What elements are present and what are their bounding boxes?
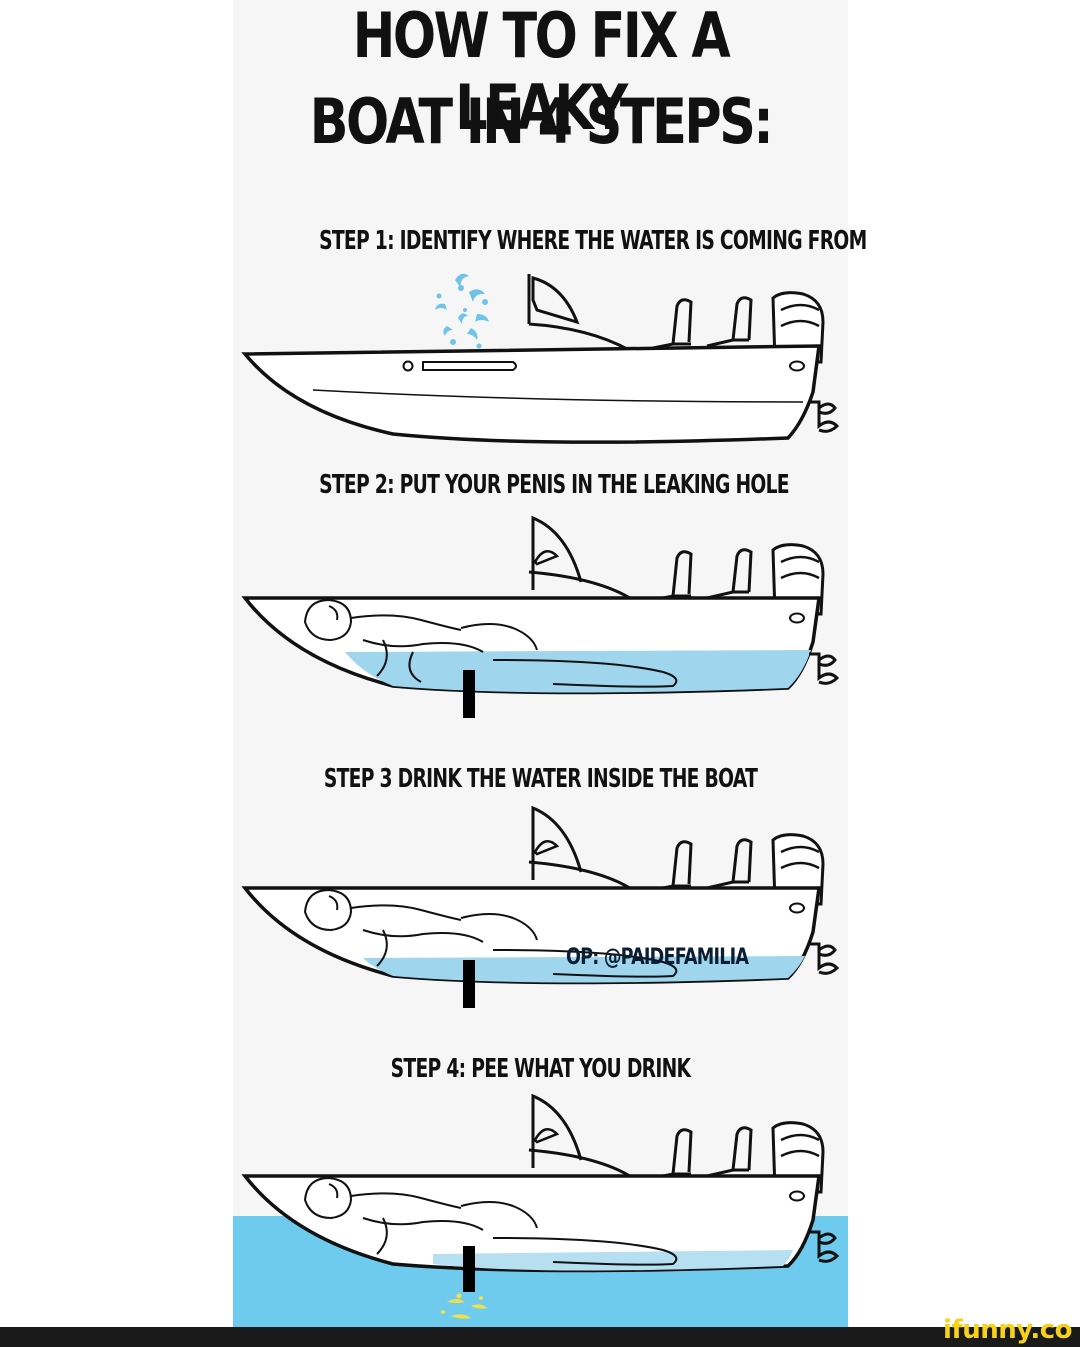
plug-bar: [463, 670, 475, 718]
person-lying-figure: [303, 888, 678, 978]
step-2-label: STEP 2: PUT YOUR PENIS IN THE LEAKING HO…: [319, 470, 789, 500]
footer-bar: [0, 1327, 1080, 1347]
title-line-1: HOW TO FIX A LEAKY: [352, 0, 731, 144]
pee-splash-icon: [441, 1293, 487, 1319]
boat-step-1: [241, 273, 840, 444]
op-watermark: OP: @PAIDEFAMILIA: [566, 945, 749, 970]
plug-bar: [463, 1246, 475, 1292]
plug-bar: [463, 960, 475, 1008]
water-spray-icon: [435, 273, 489, 349]
boat-step-3: [241, 805, 840, 1008]
ifunny-logo: ifunny.co: [943, 1315, 1072, 1345]
boat-step-2: [241, 515, 840, 718]
boat-step-4: [233, 1093, 848, 1327]
person-lying-figure: [303, 1176, 678, 1266]
step-4-label: STEP 4: PEE WHAT YOU DRINK: [390, 1054, 691, 1084]
title-line-2: BOAT IN 4 STEPS:: [309, 85, 774, 158]
left-margin: [0, 0, 233, 1327]
step-3-label: STEP 3 DRINK THE WATER INSIDE THE BOAT: [323, 764, 758, 794]
step-1-label: STEP 1: IDENTIFY WHERE THE WATER IS COMI…: [319, 226, 867, 256]
person-lying-figure: [303, 598, 678, 688]
right-margin: [848, 0, 1080, 1327]
